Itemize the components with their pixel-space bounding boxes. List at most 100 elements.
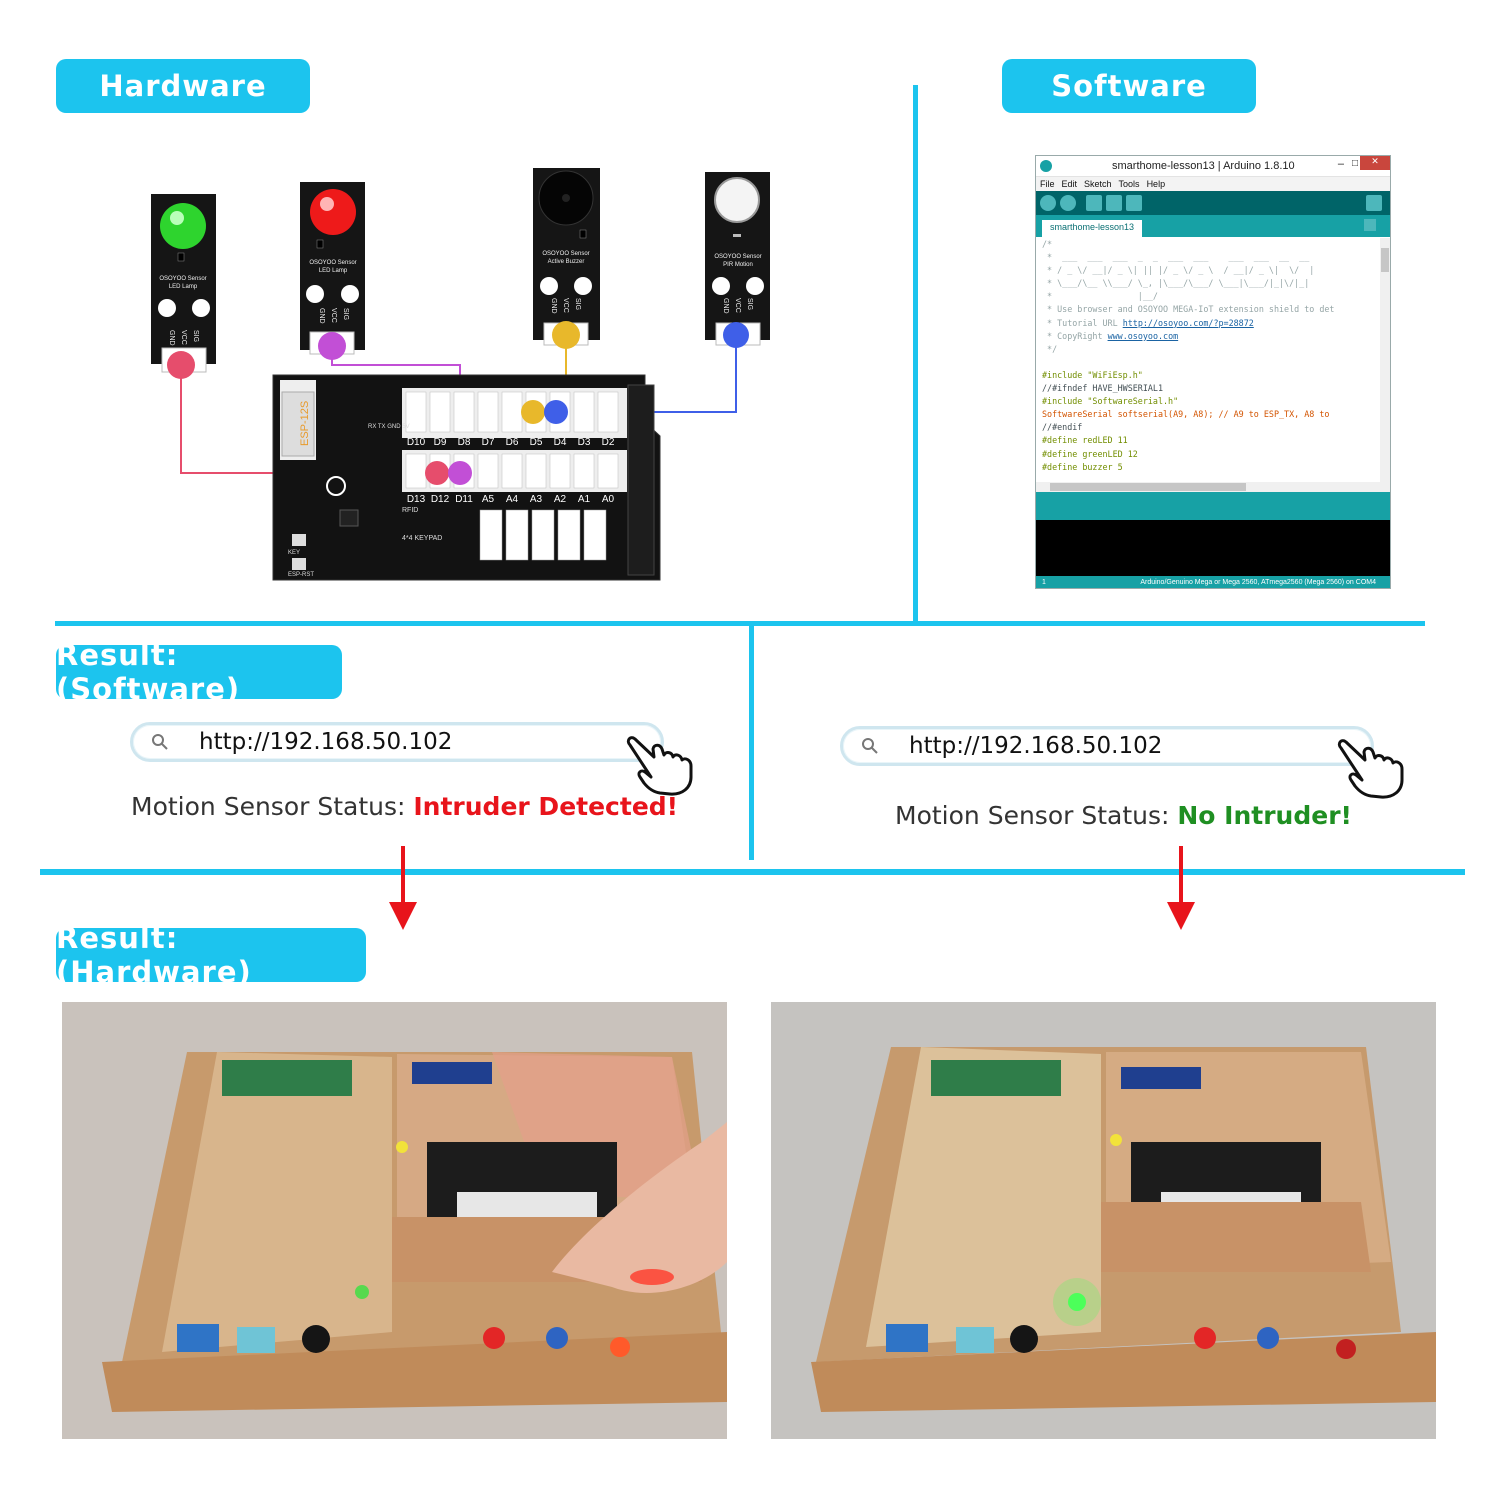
- status-label-right: Motion Sensor Status:: [895, 801, 1178, 830]
- code-line-0: #include "WiFiEsp.h": [1042, 369, 1143, 380]
- hardware-photo-intruder: [62, 1002, 727, 1439]
- pin-label-d7: D7: [482, 437, 495, 448]
- code-comment-7: * CopyRight www.osoyoo.com: [1042, 330, 1179, 341]
- footer-board: Arduino/Genuino Mega or Mega 2560, ATmeg…: [1140, 578, 1376, 586]
- url-text-right: http://192.168.50.102: [909, 733, 1163, 759]
- arduino-ide-window: smarthome-lesson13 | Arduino 1.8.10 – □ …: [1035, 155, 1391, 589]
- svg-text:SIG: SIG: [192, 330, 199, 342]
- pin-label-a2: A2: [554, 494, 567, 505]
- arrow-down-icon-right: [1167, 846, 1195, 930]
- upload-icon[interactable]: [1060, 195, 1076, 211]
- svg-text:SIG: SIG: [574, 298, 581, 310]
- svg-text:LED Lamp: LED Lamp: [169, 284, 198, 290]
- url-bar-left[interactable]: http://192.168.50.102: [130, 722, 664, 762]
- ide-title: smarthome-lesson13 | Arduino 1.8.10: [1112, 160, 1295, 172]
- ide-titlebar: smarthome-lesson13 | Arduino 1.8.10 – □ …: [1036, 156, 1390, 176]
- status-label-left: Motion Sensor Status:: [131, 792, 414, 821]
- pir-motion-module: OSOYOO Sensor PIR Motion GND VCC SIG: [705, 172, 770, 348]
- menu-tools[interactable]: Tools: [1118, 179, 1140, 189]
- vertical-scrollbar[interactable]: [1380, 238, 1390, 482]
- svg-text:LED Lamp: LED Lamp: [319, 268, 348, 274]
- verify-icon[interactable]: [1040, 195, 1056, 211]
- pin-label-d6: D6: [506, 437, 519, 448]
- pin-label-d4: D4: [554, 437, 567, 448]
- code-comment-1: * ___ ___ ___ _ _ ___ ___ ___ ___ __ __: [1042, 252, 1310, 263]
- pin-label-a1: A1: [578, 494, 591, 505]
- active-buzzer-module: OSOYOO Sensor Active Buzzer GND VCC SIG: [533, 168, 600, 349]
- pin-label-d3: D3: [578, 437, 591, 448]
- maximize-icon[interactable]: □: [1351, 158, 1358, 169]
- copyright-link[interactable]: www.osoyoo.com: [1107, 330, 1179, 341]
- footer-line-number: 1: [1042, 578, 1046, 586]
- code-editor[interactable]: /* * ___ ___ ___ _ _ ___ ___ ___ ___ __ …: [1036, 238, 1384, 482]
- vertical-divider-top: [913, 85, 918, 622]
- code-line-5: #define redLED 11: [1042, 435, 1128, 446]
- pointer-hand-icon-left: [626, 736, 693, 796]
- horizontal-scrollbar[interactable]: [1036, 482, 1390, 492]
- tutorial-link[interactable]: http://osoyoo.com/?p=28872: [1122, 317, 1254, 328]
- svg-text:RX TX GND 5V: RX TX GND 5V: [368, 424, 410, 430]
- menu-sketch[interactable]: Sketch: [1084, 179, 1112, 189]
- arduino-logo-icon: [1040, 160, 1052, 172]
- pin-label-a5: A5: [482, 494, 495, 505]
- ide-footer: 1 Arduino/Genuino Mega or Mega 2560, ATm…: [1036, 576, 1390, 588]
- tab-sketch[interactable]: smarthome-lesson13: [1042, 220, 1143, 237]
- svg-text:OSOYOO Sensor: OSOYOO Sensor: [542, 251, 589, 257]
- pin-label-a4: A4: [506, 494, 519, 505]
- code-comment-4: * |__/: [1042, 291, 1158, 302]
- code-comment-3: * \___/\__ \\___/ \_, |\___/\___/ \___|\…: [1042, 278, 1310, 289]
- result-software-header: Result:(Software): [56, 638, 342, 706]
- search-icon: [862, 738, 878, 754]
- svg-text:RFID: RFID: [402, 507, 418, 514]
- pin-label-d9: D9: [434, 437, 447, 448]
- code-line-2: #include "SoftwareSerial.h": [1042, 396, 1179, 407]
- code-line-7: #define buzzer 5: [1042, 461, 1123, 472]
- svg-text:KEY: KEY: [288, 550, 300, 556]
- minimize-icon[interactable]: –: [1337, 158, 1344, 170]
- new-icon[interactable]: [1086, 195, 1102, 211]
- svg-text:VCC: VCC: [330, 308, 337, 323]
- svg-text:SIG: SIG: [342, 308, 349, 320]
- svg-text:VCC: VCC: [180, 330, 187, 345]
- arrow-down-icon-left: [389, 846, 417, 930]
- code-line-1: //#ifndef HAVE_HWSERIAL1: [1042, 383, 1164, 394]
- code-comment-0: /*: [1042, 239, 1053, 249]
- menu-help[interactable]: Help: [1146, 179, 1166, 189]
- pin-label-d13: D13: [407, 494, 426, 505]
- url-bar-right[interactable]: http://192.168.50.102: [840, 726, 1374, 766]
- open-icon[interactable]: [1106, 195, 1122, 211]
- svg-text:GND: GND: [550, 298, 557, 314]
- status-value-intruder: Intruder Detected!: [413, 792, 679, 821]
- ide-tabs: smarthome-lesson13: [1036, 215, 1390, 237]
- pin-label-d2: D2: [602, 437, 615, 448]
- motion-status-left: Motion Sensor Status: Intruder Detected!: [131, 792, 678, 821]
- menu-edit[interactable]: Edit: [1061, 179, 1078, 189]
- result-hardware-header: Result:(Hardware): [56, 921, 366, 989]
- pin-label-d8: D8: [458, 437, 471, 448]
- save-icon[interactable]: [1126, 195, 1142, 211]
- red-led-module: OSOYOO Sensor LED Lamp GND VCC SIG: [300, 182, 365, 360]
- vertical-divider-middle: [749, 626, 754, 860]
- svg-text:GND: GND: [722, 298, 729, 314]
- ide-toolbar: [1036, 191, 1390, 215]
- motion-status-right: Motion Sensor Status: No Intruder!: [895, 801, 1352, 830]
- code-line-4: //#endif: [1042, 422, 1083, 433]
- svg-text:OSOYOO Sensor: OSOYOO Sensor: [309, 260, 356, 266]
- pin-label-a0: A0: [602, 494, 615, 505]
- ide-console: [1036, 520, 1390, 576]
- code-comment-5: * Use browser and OSOYOO MEGA-IoT extens…: [1042, 304, 1335, 315]
- svg-text:VCC: VCC: [562, 298, 569, 313]
- svg-text:ESP-RST: ESP-RST: [288, 572, 314, 578]
- ide-status-strip: [1036, 492, 1390, 520]
- svg-text:SIG: SIG: [746, 298, 753, 310]
- close-icon[interactable]: ✕: [1360, 156, 1390, 170]
- tab-menu-icon[interactable]: [1364, 219, 1376, 231]
- url-text-left: http://192.168.50.102: [199, 729, 453, 755]
- serial-monitor-icon[interactable]: [1366, 195, 1382, 211]
- svg-text:ESP-12S: ESP-12S: [299, 401, 311, 446]
- pin-label-d12: D12: [431, 494, 450, 505]
- pointer-hand-icon-right: [1337, 739, 1404, 799]
- ide-menubar: File Edit Sketch Tools Help: [1036, 176, 1390, 191]
- menu-file[interactable]: File: [1040, 179, 1055, 189]
- pin-label-d10: D10: [407, 437, 426, 448]
